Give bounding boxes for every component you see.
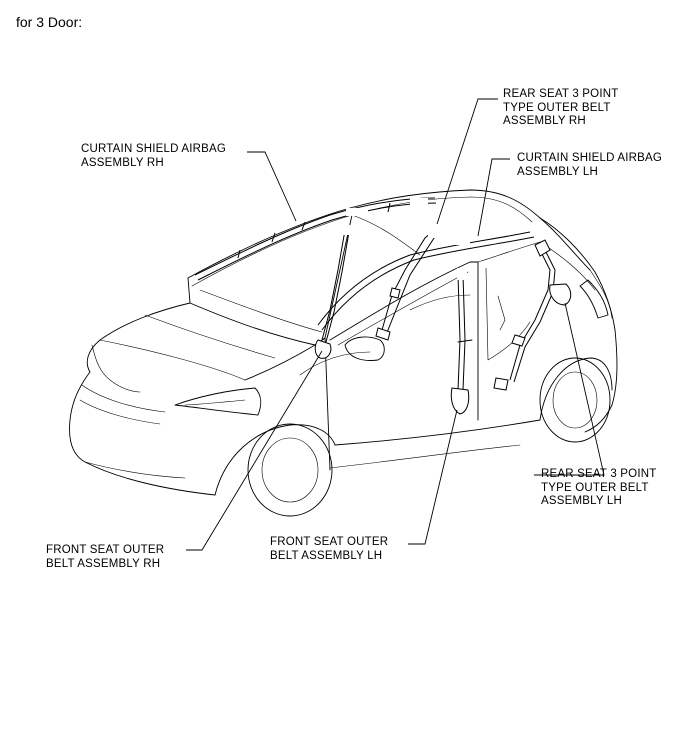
- front-belt-rh-retractor: [314, 339, 332, 359]
- curtain-airbag-rh: [194, 197, 436, 276]
- leader-lines: [186, 98, 605, 551]
- curtain-airbag-lh: [317, 231, 531, 326]
- front-belt-lh-retractor: [450, 387, 470, 415]
- door-mirror: [344, 336, 385, 361]
- page-heading: for 3 Door:: [16, 14, 83, 30]
- label-curtain-airbag-rh: CURTAIN SHIELD AIRBAG ASSEMBLY RH: [81, 143, 227, 169]
- front-wheel: [247, 423, 333, 517]
- rocker-panel: [334, 419, 541, 446]
- car-body: [69, 189, 618, 517]
- rear-lamp: [579, 279, 609, 319]
- curtain-airbag-rh-lower: [197, 202, 437, 281]
- leader-rear-belt-lh: [534, 302, 605, 476]
- rear-hatch: [539, 217, 616, 331]
- rear-belt-rh-webbing: [381, 231, 433, 331]
- rear-wheel: [539, 357, 611, 443]
- roof-outer-line: [187, 189, 591, 279]
- airbag-rh-bracket-1: [346, 208, 368, 216]
- label-rear-belt-lh: REAR SEAT 3 POINT TYPE OUTER BELT ASSEMB…: [541, 468, 657, 507]
- restraint-components: [194, 197, 572, 415]
- front-belt-lh-webbing: [457, 274, 461, 391]
- headlamp: [174, 387, 262, 416]
- label-rear-belt-rh: REAR SEAT 3 POINT TYPE OUTER BELT ASSEMB…: [503, 88, 619, 127]
- label-front-belt-lh: FRONT SEAT OUTER BELT ASSEMBLY LH: [270, 536, 389, 562]
- leader-curtain-rh: [247, 151, 297, 222]
- leader-curtain-lh: [477, 158, 510, 237]
- hood: [86, 302, 191, 373]
- curtain-airbag-lh-lower: [321, 236, 535, 331]
- label-front-belt-rh: FRONT SEAT OUTER BELT ASSEMBLY RH: [46, 544, 165, 570]
- windshield: [187, 214, 353, 346]
- door-window-frame: [329, 261, 479, 421]
- front-wheel-arch: [214, 424, 336, 496]
- airbag-lh-module: [440, 236, 470, 245]
- leader-rear-belt-rh: [436, 98, 498, 225]
- rear-belt-lh-retractor: [549, 283, 572, 306]
- front-belt-rh-webbing: [321, 229, 346, 341]
- leader-front-belt-lh: [408, 409, 458, 545]
- leader-front-belt-rh: [186, 350, 323, 551]
- rear-belt-rh-retractor: [428, 222, 442, 238]
- rear-belt-lh-webbing: [509, 249, 551, 381]
- label-curtain-airbag-lh: CURTAIN SHIELD AIRBAG ASSEMBLY LH: [517, 152, 663, 178]
- rear-wheel-arch: [539, 357, 613, 421]
- front-bumper: [69, 371, 216, 496]
- rear-bumper: [584, 329, 618, 433]
- airbag-rh-bracket-2: [410, 198, 428, 205]
